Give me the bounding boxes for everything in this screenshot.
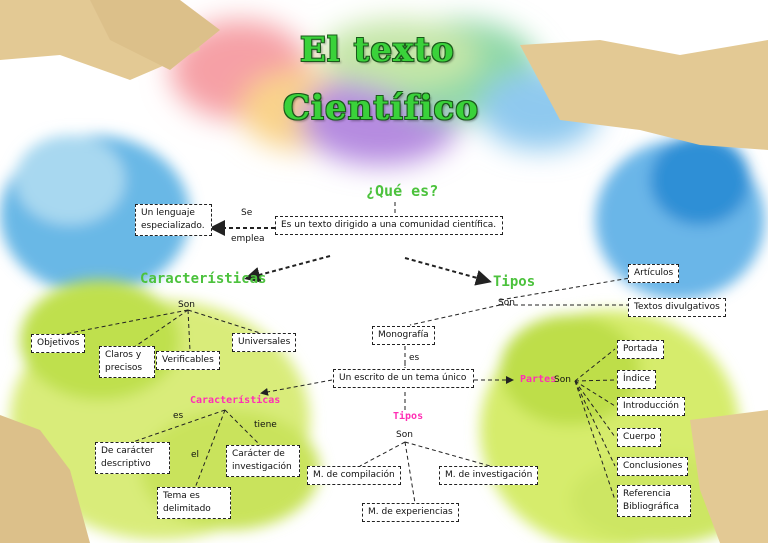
definition-box: Es un texto dirigido a una comunidad cie…: [275, 216, 503, 235]
mono-tipos-link: Son: [396, 430, 413, 440]
monografia-definition: Un escrito de un tema único: [333, 369, 474, 388]
parte-portada: Portada: [617, 340, 664, 359]
mono-tipos-heading: Tipos: [393, 411, 424, 422]
mono-caracteristicas-heading: Características: [190, 395, 281, 406]
parte-indice: Índice: [617, 370, 657, 389]
title-line-2: Científico: [283, 88, 479, 128]
blue-watercolor: [0, 135, 765, 300]
que-es-heading: ¿Qué es?: [366, 182, 439, 200]
caracteristica-universales: Universales: [232, 333, 297, 352]
link-emplea: emplea: [231, 234, 265, 244]
caracteristica-claros: Claros y precisos: [99, 346, 155, 378]
parte-cuerpo: Cuerpo: [617, 428, 662, 447]
caracteristicas-link: Son: [178, 300, 195, 310]
title-line-1: El texto: [300, 30, 455, 70]
partes-link: Son: [554, 375, 571, 385]
tipos-heading: Tipos: [493, 274, 536, 290]
link-se: Se: [241, 208, 253, 218]
mono-link-tiene: tiene: [254, 420, 277, 430]
mono-tipo-investigacion: M. de investigación: [439, 466, 539, 485]
tipo-textos-divulgativos: Textos divulgativos: [628, 298, 726, 317]
mono-tipo-experiencias: M. de experiencias: [362, 503, 459, 522]
tipo-monografia: Monografía: [372, 326, 435, 345]
tipo-articulos: Artículos: [628, 264, 680, 283]
caracteristica-objetivos: Objetivos: [31, 334, 86, 353]
mono-car-tema: Tema es delimitado: [157, 487, 231, 519]
mono-link-es: es: [173, 411, 184, 421]
tipos-link: Son: [498, 298, 515, 308]
parte-introduccion: Introducción: [617, 397, 685, 416]
mono-tipo-compilacion: M. de compilación: [307, 466, 401, 485]
parte-conclusiones: Conclusiones: [617, 457, 689, 476]
caracteristicas-heading: Características: [140, 271, 267, 287]
mono-link-el: el: [191, 450, 200, 460]
title-watercolor: [170, 20, 600, 165]
monografia-link: es: [409, 353, 420, 363]
mono-car-investigacion: Carácter de investigación: [226, 445, 300, 477]
mono-car-descriptivo: De carácter descriptivo: [95, 442, 170, 474]
parte-referencia: Referencia Bibliográfica: [617, 485, 691, 517]
caracteristica-verificables: Verificables: [156, 351, 220, 370]
lenguaje-box: Un lenguaje especializado.: [135, 204, 212, 236]
partes-heading: Partes: [520, 374, 557, 385]
